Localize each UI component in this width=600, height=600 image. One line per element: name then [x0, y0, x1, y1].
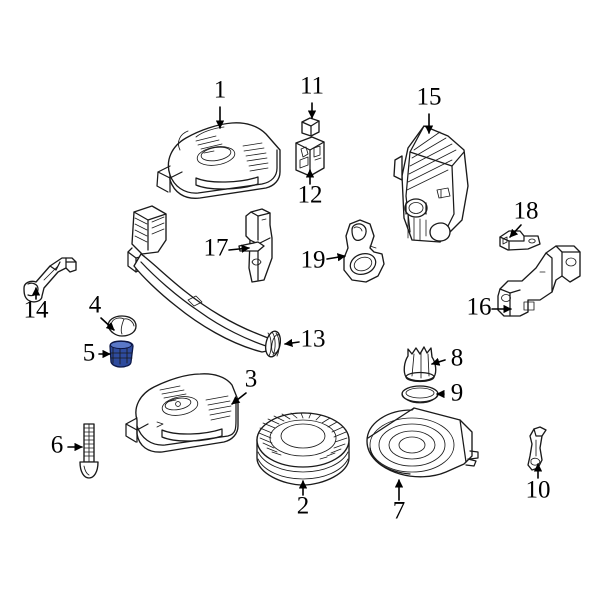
leader-3 — [231, 392, 247, 405]
callout-label-19[interactable]: 19 — [301, 247, 326, 274]
callout-label-11[interactable]: 11 — [300, 73, 324, 100]
part-7-air-cleaner-lower-housing[interactable] — [366, 407, 479, 478]
callout-labels: 1 2 3 4 5 6 7 8 9 10 11 12 13 14 15 16 1… — [24, 73, 551, 525]
callout-label-13[interactable]: 13 — [301, 326, 326, 353]
part-16-main-mounting-bracket[interactable] — [497, 245, 581, 317]
leader-13 — [284, 338, 300, 348]
part-17-support-bracket[interactable] — [238, 208, 273, 283]
leader-8 — [431, 357, 446, 366]
leader-4 — [100, 317, 115, 331]
duct-end-ring — [264, 330, 282, 358]
part-8-air-intake-nozzle[interactable] — [403, 346, 437, 383]
part-4-mounting-stud-cap[interactable] — [107, 315, 137, 337]
callout-label-9[interactable]: 9 — [451, 380, 464, 407]
callout-label-8[interactable]: 8 — [451, 345, 464, 372]
callout-label-10[interactable]: 10 — [526, 477, 551, 504]
leader-17 — [228, 244, 250, 253]
part-9-sealing-ring[interactable] — [401, 385, 439, 404]
callout-label-7[interactable]: 7 — [393, 498, 406, 525]
part-6-mounting-bolt[interactable] — [79, 423, 99, 479]
part-15-resonator-chamber-assembly[interactable] — [393, 125, 469, 243]
callout-label-3[interactable]: 3 — [245, 366, 258, 393]
part-1-air-cleaner-upper-cover[interactable] — [156, 122, 281, 199]
part-12-resonator-bracket[interactable] — [295, 136, 325, 177]
callout-label-12[interactable]: 12 — [298, 182, 323, 209]
callout-label-17[interactable]: 17 — [204, 235, 229, 262]
callout-leaders — [31, 102, 543, 501]
part-11-upper-clamp-block[interactable] — [301, 117, 320, 137]
leader-19 — [326, 253, 346, 262]
callout-label-2[interactable]: 2 — [297, 493, 310, 520]
callout-label-18[interactable]: 18 — [514, 198, 539, 225]
part-19-throttle-body-adapter[interactable] — [343, 219, 385, 283]
part-13-air-intake-duct-hose[interactable] — [127, 205, 283, 358]
part-5-insulator-grommet[interactable] — [109, 340, 134, 368]
callout-label-1[interactable]: 1 — [214, 77, 227, 104]
part-2-air-filter-element[interactable] — [256, 412, 350, 486]
callout-label-14[interactable]: 14 — [24, 297, 50, 324]
callout-label-15[interactable]: 15 — [417, 84, 442, 111]
part-3-lower-resonator-cover[interactable] — [125, 373, 239, 453]
callout-label-16[interactable]: 16 — [467, 294, 492, 321]
callout-label-5[interactable]: 5 — [83, 340, 96, 367]
callout-label-4[interactable]: 4 — [89, 292, 102, 319]
leader-18 — [509, 224, 522, 238]
callout-label-6[interactable]: 6 — [51, 432, 64, 459]
